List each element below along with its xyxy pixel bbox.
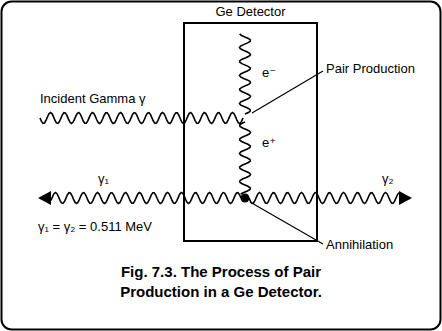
incident-gamma-wave (40, 113, 243, 124)
positron-label: e⁺ (262, 136, 276, 151)
gamma1-label: γ₁ (98, 172, 109, 187)
leader-line (250, 202, 323, 244)
figure-caption: Fig. 7.3. The Process of Pair Production… (103, 262, 339, 303)
positron-track (240, 122, 251, 194)
incident-gamma-label: Incident Gamma γ (40, 92, 146, 107)
annihilation-dot (241, 194, 250, 203)
gamma2-label: γ₂ (382, 172, 394, 187)
electron-label: e⁻ (262, 66, 276, 81)
gamma2-arrowhead (399, 191, 412, 205)
gamma1-wave (51, 193, 241, 204)
annihilation-label: Annihilation (326, 238, 393, 253)
energy-note: γ₁ = γ₂ = 0.511 MeV (38, 220, 152, 235)
pair-production-label: Pair Production (326, 62, 415, 77)
detector-heading: Ge Detector (185, 4, 316, 19)
gamma2-wave (249, 193, 399, 204)
detector-box: Ge Detector (183, 22, 318, 242)
gamma1-arrowhead (38, 191, 51, 205)
caption-area: Fig. 7.3. The Process of Pair Production… (0, 262, 442, 303)
electron-track (240, 34, 251, 114)
